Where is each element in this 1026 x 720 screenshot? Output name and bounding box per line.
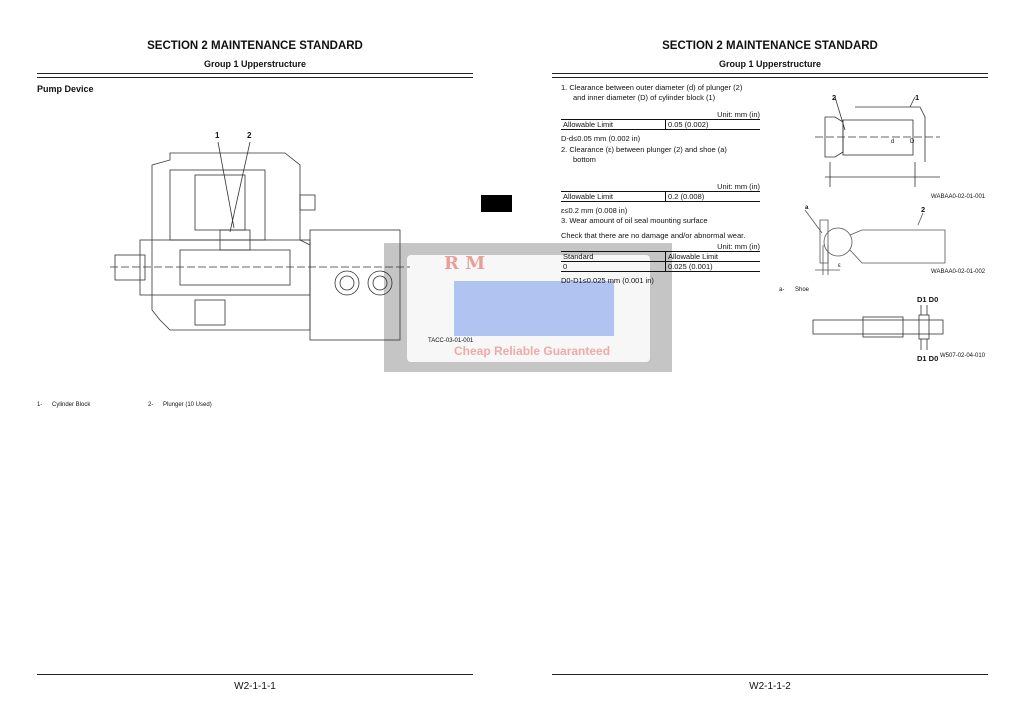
shoe-legend-num: a- bbox=[779, 287, 785, 293]
item1-label: Allowable Limit bbox=[561, 119, 666, 130]
callout-1: 1 bbox=[215, 131, 220, 140]
fig2-callout-a: a bbox=[805, 205, 809, 211]
item3-formula: D0-D1≤0.025 mm (0.001 in) bbox=[561, 276, 654, 285]
left-page-number: W2-1-1-1 bbox=[234, 681, 276, 692]
item3-note: Check that there are no damage and/or ab… bbox=[561, 231, 746, 240]
item1-formula: D-d≤0.05 mm (0.002 in) bbox=[561, 134, 641, 143]
shaft-drawing bbox=[812, 305, 944, 350]
watermark-tagline: Cheap Reliable Guaranteed bbox=[454, 344, 611, 358]
fig3-callout-bottom: D1 D0 bbox=[917, 354, 939, 363]
fig2-callout-2: 2 bbox=[921, 205, 926, 214]
watermark-logo-icon bbox=[454, 281, 614, 336]
item2-unit: Unit: mm (in) bbox=[717, 182, 760, 191]
item1-value: 0.05 (0.002) bbox=[668, 120, 709, 129]
item2-text: 2. Clearance (ε) between plunger (2) and… bbox=[561, 145, 771, 165]
item3-header-limit: Allowable Limit bbox=[668, 252, 719, 261]
right-footer-rule bbox=[552, 674, 988, 675]
pump-figure-code: TACC-03-01-001 bbox=[428, 338, 474, 344]
item1-line1: 1. Clearance between outer diameter (d) … bbox=[561, 83, 743, 92]
left-group-title: Group 1 Upperstructure bbox=[203, 59, 306, 69]
item1-unit: Unit: mm (in) bbox=[717, 110, 760, 119]
item2-label: Allowable Limit bbox=[561, 191, 666, 202]
item3-limit: 0.025 (0.001) bbox=[668, 262, 713, 271]
fig2-callout-epsilon: ε bbox=[838, 263, 841, 269]
item2-value: 0.2 (0.008) bbox=[668, 192, 705, 201]
right-header-rule bbox=[552, 73, 988, 78]
item3-unit: Unit: mm (in) bbox=[717, 242, 760, 251]
pump-device-heading: Pump Device bbox=[37, 84, 94, 94]
item2-formula: ε≤0.2 mm (0.008 in) bbox=[561, 206, 628, 215]
item2-line1: 2. Clearance (ε) between plunger (2) and… bbox=[561, 145, 727, 154]
left-section-title: SECTION 2 MAINTENANCE STANDARD bbox=[147, 40, 363, 52]
legend-2-label: Plunger (10 Used) bbox=[163, 402, 212, 408]
item3-header-standard: Standard bbox=[561, 251, 666, 262]
legend-1-num: 1- bbox=[37, 402, 43, 408]
item3-line1: 3. Wear amount of oil seal mounting surf… bbox=[561, 216, 708, 225]
fig3-code: W507-02-04-010 bbox=[940, 353, 986, 359]
item1-line2: and inner diameter (D) of cylinder block… bbox=[573, 93, 716, 102]
page-tab-marker bbox=[481, 195, 512, 212]
plunger-cylinder-drawing bbox=[815, 96, 940, 187]
item2-line2: bottom bbox=[573, 155, 596, 164]
item3-standard: 0 bbox=[561, 261, 666, 272]
fig3-callout-top: D1 D0 bbox=[917, 295, 939, 304]
fig1-callout-D: D bbox=[910, 139, 915, 145]
pump-device-drawing bbox=[110, 141, 410, 341]
right-section-title: SECTION 2 MAINTENANCE STANDARD bbox=[662, 40, 878, 52]
left-footer-rule bbox=[37, 674, 473, 675]
fig1-callout-d: d bbox=[891, 139, 895, 145]
callout-2: 2 bbox=[247, 131, 252, 140]
legend-1-label: Cylinder Block bbox=[52, 402, 91, 408]
left-header-rule bbox=[37, 73, 473, 78]
fig1-callout-2: 2 bbox=[832, 93, 837, 102]
plunger-shoe-drawing bbox=[804, 209, 946, 275]
legend-2-num: 2- bbox=[148, 402, 154, 408]
fig1-code: WABAA0-02-01-001 bbox=[931, 194, 986, 200]
right-group-title: Group 1 Upperstructure bbox=[718, 59, 821, 69]
shoe-legend-label: Shoe bbox=[795, 287, 810, 293]
right-page-number: W2-1-1-2 bbox=[749, 681, 791, 692]
watermark-brand: R M bbox=[444, 253, 486, 274]
fig2-code: WABAA0-02-01-002 bbox=[931, 269, 986, 275]
item1-text: 1. Clearance between outer diameter (d) … bbox=[561, 83, 771, 103]
fig1-callout-1: 1 bbox=[915, 93, 920, 102]
